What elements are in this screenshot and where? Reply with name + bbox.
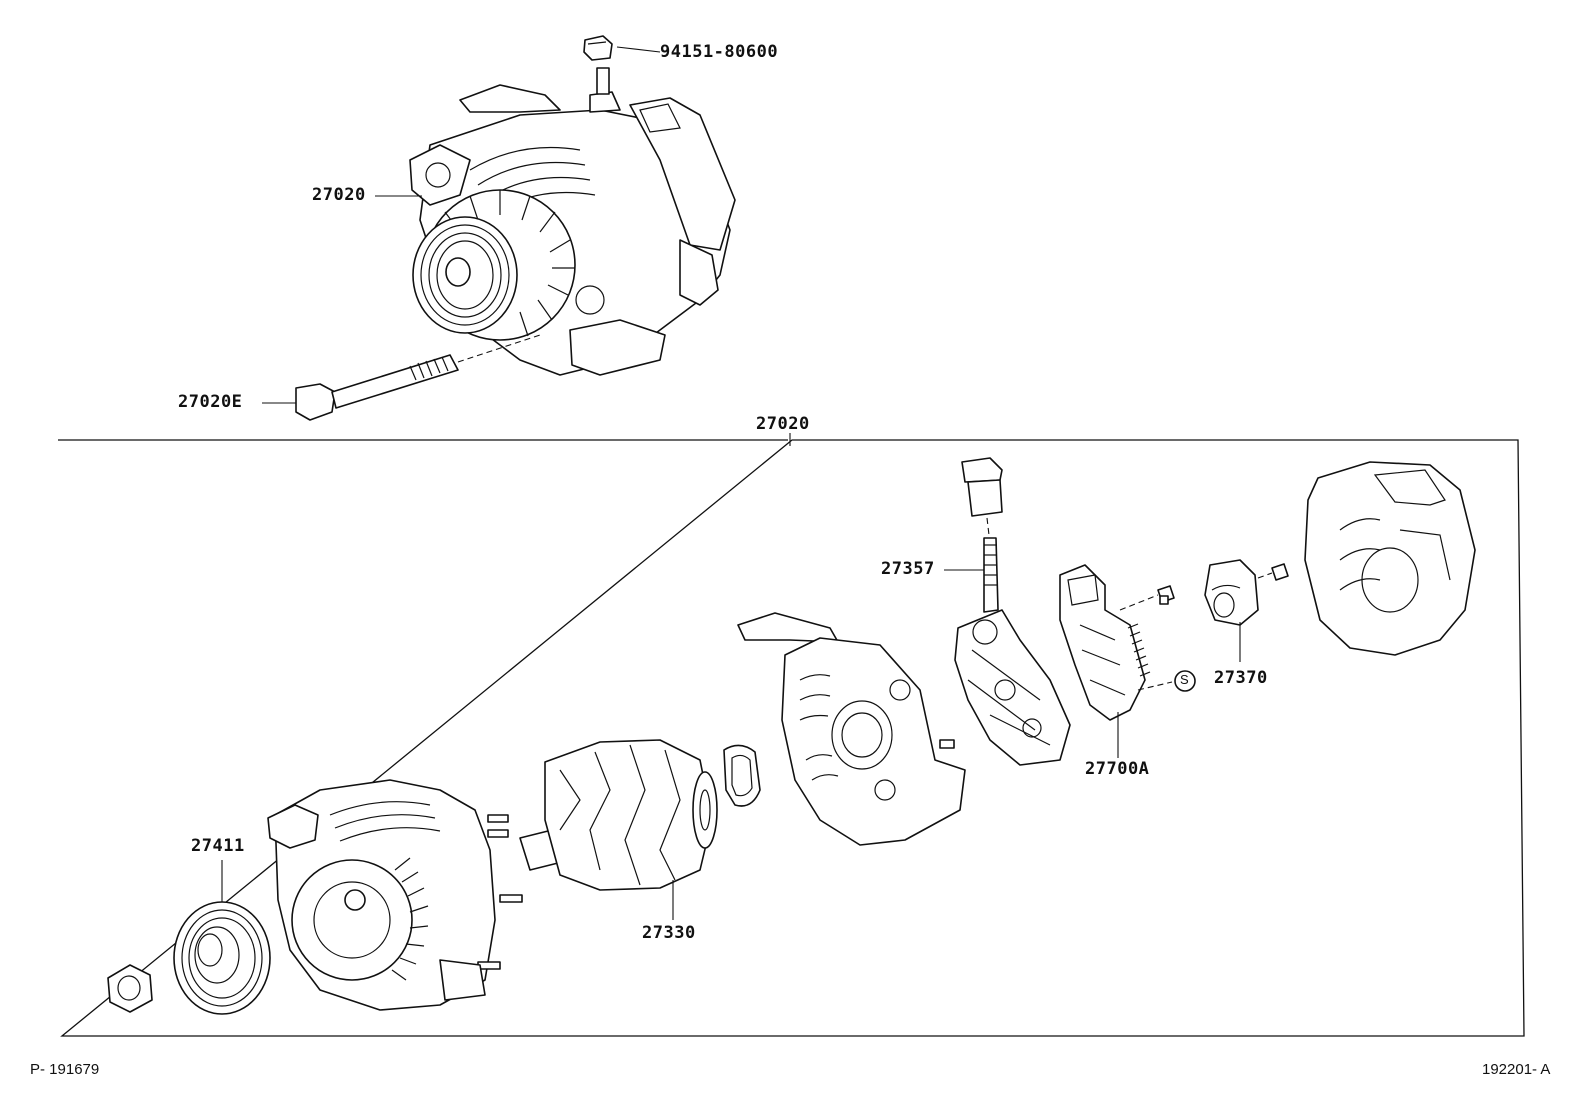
nut-drawing [107,964,153,1013]
label-terminal-bolt: 27357 [881,559,935,579]
label-rotor: 27330 [642,923,696,943]
regulator-drawing [1059,564,1151,721]
label-brush-holder: 27370 [1214,668,1268,688]
alternator-assembly-drawing [295,35,736,421]
label-through-bolt: 27020E [178,392,243,412]
label-bolt-terminal: 94151-80600 [660,42,779,62]
label-regulator: 27700A [1085,759,1150,779]
footer-left-code: P- 191679 [30,1061,100,1078]
label-assembly-group: 27020 [756,414,810,434]
rear-cover-drawing [1304,461,1476,656]
rear-frame-drawing [737,612,966,846]
brush-holder-drawing [1204,559,1259,626]
front-housing-drawing [267,779,523,1011]
footer-right-code: 192201- A [1482,1061,1551,1078]
sealant-symbol-circle [1174,670,1196,692]
rotor-drawing [519,739,718,891]
terminal-bolt-drawing [961,457,1003,613]
gasket-drawing [723,744,761,807]
label-alternator-top: 27020 [312,185,366,205]
rectifier-drawing [954,609,1071,766]
sealant-symbol-letter: S [1180,672,1190,687]
label-pulley: 27411 [191,836,245,856]
